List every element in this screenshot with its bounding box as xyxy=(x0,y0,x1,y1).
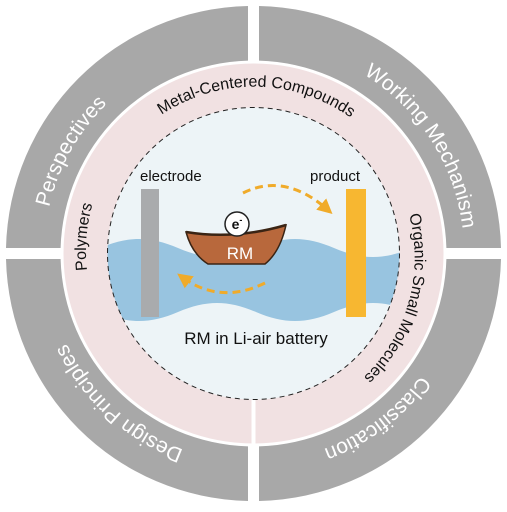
arrow-top xyxy=(242,184,333,214)
electron-circle xyxy=(224,211,250,237)
product-bar xyxy=(346,189,366,317)
water xyxy=(107,239,400,321)
caption: RM in Li-air battery xyxy=(184,329,328,348)
product-label: product xyxy=(310,168,361,185)
outer-ring xyxy=(6,6,501,501)
center-dashed-border xyxy=(107,107,400,400)
outer-quadrant-working-mechanism xyxy=(259,6,501,248)
boat-label: RM xyxy=(227,244,253,263)
electrode-bar xyxy=(141,189,159,317)
outer-quadrant-classification xyxy=(259,259,501,501)
outer-quadrant-perspectives xyxy=(6,6,248,248)
electrode-label: electrode xyxy=(140,168,202,185)
arrow-bottom xyxy=(177,273,266,295)
outer-quadrant-design-principles xyxy=(6,259,248,501)
electron-symbol: e- xyxy=(232,215,243,232)
